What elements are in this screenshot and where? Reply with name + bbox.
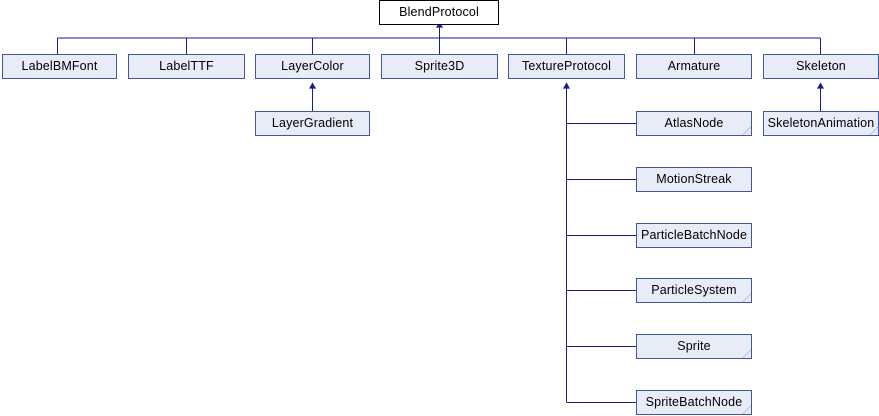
class-node-label: Sprite3D — [414, 59, 465, 74]
class-node-label: MotionStreak — [656, 172, 732, 187]
class-node-skeleton[interactable]: Skeleton — [763, 54, 879, 79]
class-node-label: SpriteBatchNode — [645, 395, 743, 410]
page-fold-icon — [742, 126, 751, 135]
page-fold-icon — [742, 293, 751, 302]
class-node-sprite[interactable]: Sprite — [636, 334, 752, 359]
class-node-sprite3d[interactable]: Sprite3D — [381, 54, 498, 79]
class-node-particlesystem[interactable]: ParticleSystem — [636, 278, 752, 303]
class-node-layercolor[interactable]: LayerColor — [255, 54, 370, 79]
class-node-label: Armature — [667, 59, 721, 74]
class-node-label: LabelBMFont — [21, 59, 98, 74]
class-node-label: Skeleton — [796, 59, 846, 74]
class-node-label: TextureProtocol — [521, 59, 612, 74]
class-node-label: LayerGradient — [271, 116, 354, 131]
class-node-textureprotocol[interactable]: TextureProtocol — [508, 54, 625, 79]
class-node-label: SkeletonAnimation — [767, 116, 875, 131]
class-node-armature[interactable]: Armature — [636, 54, 752, 79]
class-node-label: BlendProtocol — [399, 5, 479, 20]
class-node-label: ParticleBatchNode — [640, 228, 748, 243]
class-node-motionstreak[interactable]: MotionStreak — [636, 167, 752, 192]
class-node-labelbmfont[interactable]: LabelBMFont — [2, 54, 117, 79]
class-node-particlebatchnode[interactable]: ParticleBatchNode — [636, 223, 752, 248]
class-node-label: AtlasNode — [664, 116, 724, 131]
class-node-blendprotocol[interactable]: BlendProtocol — [379, 0, 499, 25]
class-node-labelttf[interactable]: LabelTTF — [128, 54, 245, 79]
class-node-label: Sprite — [677, 339, 711, 354]
class-node-layergradient[interactable]: LayerGradient — [255, 111, 370, 136]
class-node-spritebatchnode[interactable]: SpriteBatchNode — [636, 390, 752, 415]
class-node-skeletonanimation[interactable]: SkeletonAnimation — [763, 111, 879, 136]
class-node-label: ParticleSystem — [651, 283, 737, 298]
class-node-label: LayerColor — [281, 59, 344, 74]
page-fold-icon — [742, 349, 751, 358]
class-node-label: LabelTTF — [159, 59, 214, 74]
class-node-atlasnode[interactable]: AtlasNode — [636, 111, 752, 136]
